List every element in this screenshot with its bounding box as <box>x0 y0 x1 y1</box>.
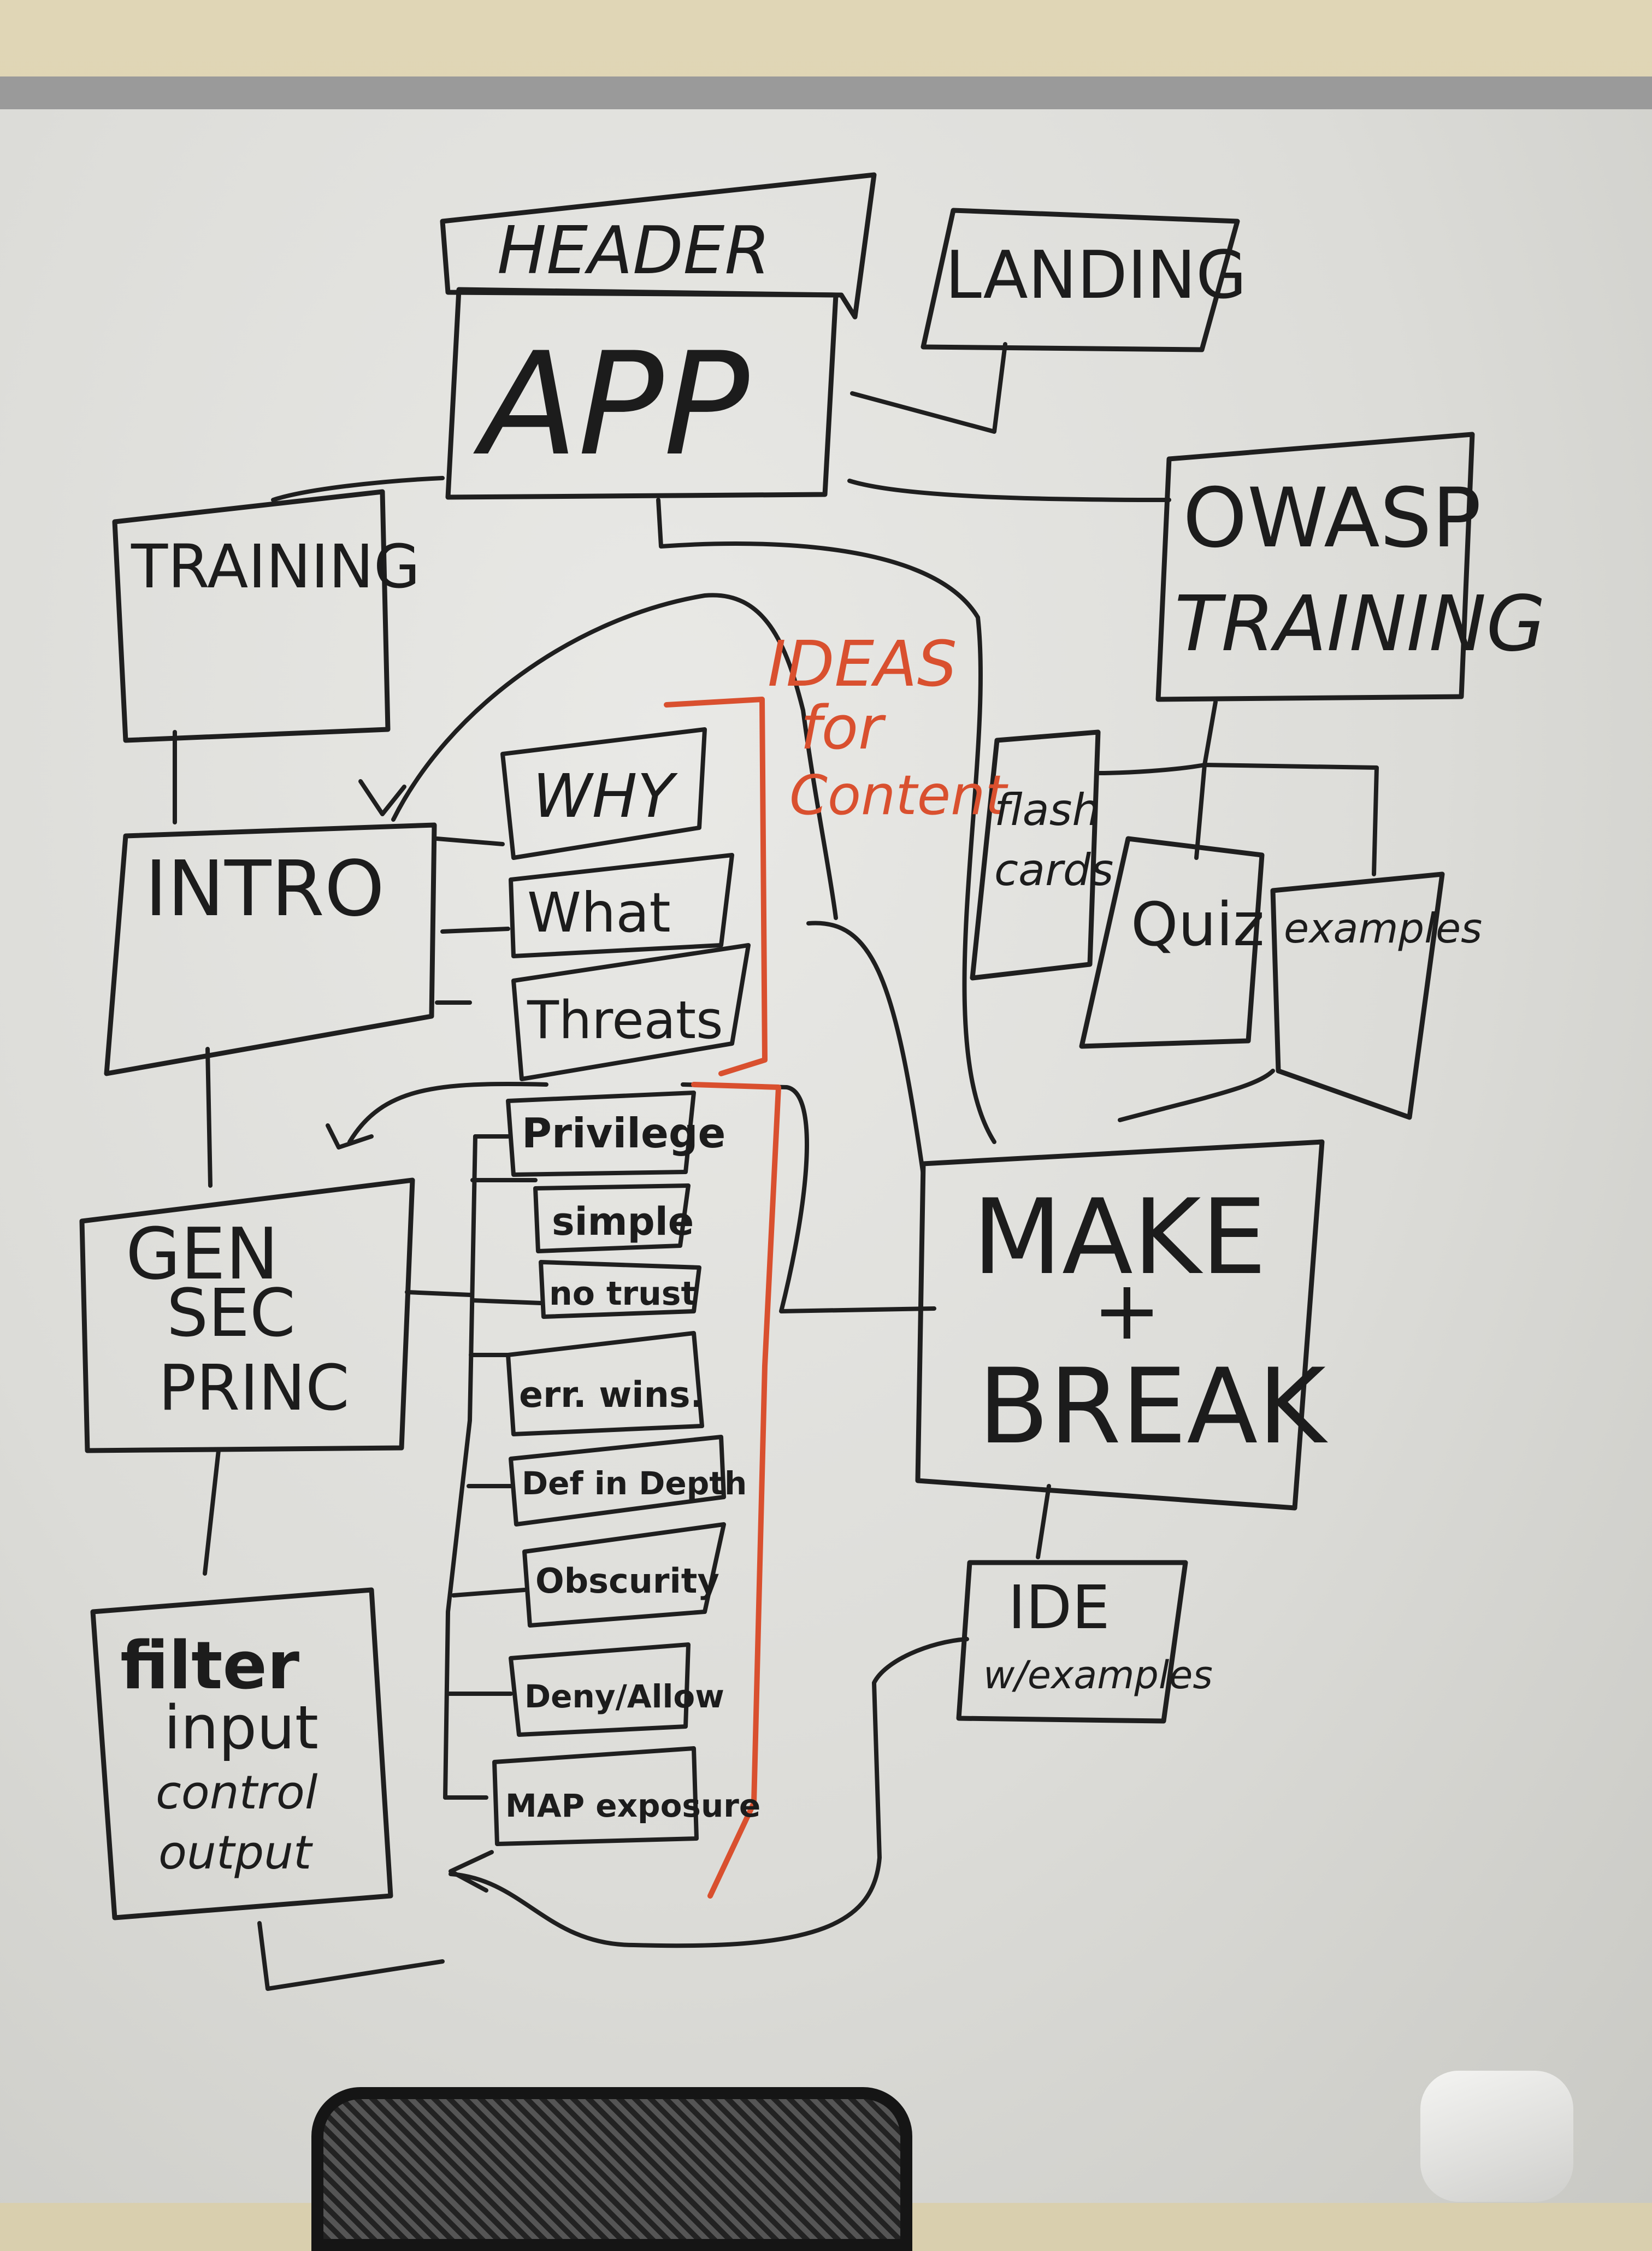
diagram-canvas: HEADER APP LANDING OWASP TRAINING TRAINI… <box>79 172 1545 1991</box>
connector-arrow-filter <box>449 1637 969 1948</box>
connector-owasp-examples <box>1202 763 1379 876</box>
box-obscurity <box>522 1522 726 1628</box>
box-map <box>492 1746 699 1846</box>
label-filter-3: control <box>156 1766 318 1820</box>
connector-makebreak-ide <box>1036 1484 1051 1559</box>
box-filter <box>90 1587 393 1920</box>
label-makebreak-3: BREAK <box>978 1346 1328 1467</box>
label-principle-8: MAP exposure <box>505 1787 760 1824</box>
label-makebreak-1: MAKE <box>972 1177 1267 1298</box>
label-filter-2: input <box>164 1693 318 1763</box>
connector-owasp-flash <box>1096 763 1207 775</box>
connector-gensec-filter <box>203 1448 221 1576</box>
label-flash-1: flash <box>994 785 1100 835</box>
label-ide-2: w/examples <box>983 1653 1213 1698</box>
labels: HEADER APP LANDING OWASP TRAINING TRAINI… <box>120 213 1545 1880</box>
connector-arrow-gensec <box>347 1081 548 1144</box>
box-intro <box>104 822 437 1076</box>
box-threats <box>511 943 751 1081</box>
label-what: What <box>527 881 671 945</box>
boxes <box>79 172 1475 1920</box>
box-errwins <box>506 1331 704 1436</box>
connector-bus-vertical <box>443 1134 477 1800</box>
label-examples: examples <box>1284 904 1482 952</box>
box-header <box>440 172 877 320</box>
label-gensec-1: GEN <box>126 1212 279 1295</box>
connector-app-makebreak <box>656 498 996 1144</box>
box-defindepth <box>509 1435 726 1527</box>
connector-makebreak-gensec <box>681 1082 936 1313</box>
connector-app-owasp <box>847 479 1171 502</box>
label-owasp-2: TRAINING <box>1175 580 1545 669</box>
connector-gensec-bus <box>405 1290 472 1297</box>
label-filter-4: output <box>158 1826 313 1880</box>
label-principle-4: err. wins. <box>519 1375 704 1416</box>
box-notrust <box>539 1260 701 1319</box>
box-privilege <box>506 1091 696 1177</box>
connectors <box>173 342 1379 1991</box>
connector-owasp-branch <box>1194 700 1218 860</box>
label-principle-7: Deny/Allow <box>524 1678 724 1715</box>
label-ideas-2: for <box>800 693 886 763</box>
box-ide <box>956 1560 1188 1724</box>
connector-filter-bottom <box>257 1921 445 1991</box>
label-landing: LANDING <box>945 238 1247 314</box>
red-bracket-gensec <box>691 1082 781 1899</box>
connector-intro-why <box>435 836 505 846</box>
label-filter-1: filter <box>120 1628 299 1704</box>
label-threats: Threats <box>527 991 723 1051</box>
label-ide-1: IDE <box>1008 1572 1110 1642</box>
connector-intro-arrow <box>358 779 406 816</box>
whiteboard-eraser <box>1420 2071 1573 2202</box>
box-app <box>445 287 839 500</box>
label-ideas-3: Content <box>789 763 1008 827</box>
box-quiz <box>1079 836 1265 1049</box>
connector-intro-gensec <box>205 1047 213 1188</box>
label-training: TRAINING <box>131 532 420 602</box>
label-owasp-1: OWASP <box>1183 471 1481 566</box>
connector-arc-intro-top <box>391 593 838 920</box>
box-examples <box>1270 871 1445 1120</box>
connector-arrow-gensec-head <box>326 1123 374 1150</box>
box-landing <box>921 208 1240 352</box>
label-intro: INTRO <box>145 845 385 934</box>
box-simple <box>533 1183 691 1253</box>
label-quiz: Quiz <box>1131 889 1265 959</box>
connector-bus-obscurity <box>451 1588 527 1598</box>
red-marker-strokes <box>664 697 781 1899</box>
label-makebreak-2: + <box>1093 1263 1161 1358</box>
label-why: WHY <box>533 761 678 831</box>
label-principle-3: no trust <box>549 1275 697 1313</box>
label-flash-2: cards <box>994 845 1113 895</box>
label-app: APP <box>472 322 750 487</box>
connector-intro-what <box>440 927 510 934</box>
connector-app-landing <box>850 342 1007 434</box>
box-gensec <box>79 1177 415 1453</box>
label-principle-1: Privilege <box>522 1109 725 1157</box>
label-principle-6: Obscurity <box>535 1561 719 1601</box>
connector-arrow-filter-head <box>449 1850 494 1893</box>
connector-app-training <box>271 476 445 502</box>
box-flash <box>970 729 1101 981</box>
connector-quiz-stroke <box>1118 1069 1275 1122</box>
label-principle-5: Def in Depth <box>522 1465 747 1502</box>
label-principle-2: simple <box>552 1199 694 1244</box>
box-denyallow <box>509 1642 691 1737</box>
box-what <box>509 853 734 958</box>
box-training <box>112 489 391 743</box>
box-owasp <box>1155 432 1475 702</box>
label-gensec-2: SEC <box>167 1276 296 1352</box>
connector-curve-makebreak <box>806 921 925 1177</box>
connector-bus-notrust <box>470 1298 543 1305</box>
label-gensec-3: PRINC <box>158 1352 350 1425</box>
box-why <box>500 727 707 860</box>
red-bracket-intro <box>664 697 768 1076</box>
office-chair-back <box>311 2087 912 2251</box>
box-makebreak <box>915 1139 1325 1511</box>
label-header: HEADER <box>497 213 770 289</box>
label-ideas-1: IDEAS <box>768 628 957 701</box>
